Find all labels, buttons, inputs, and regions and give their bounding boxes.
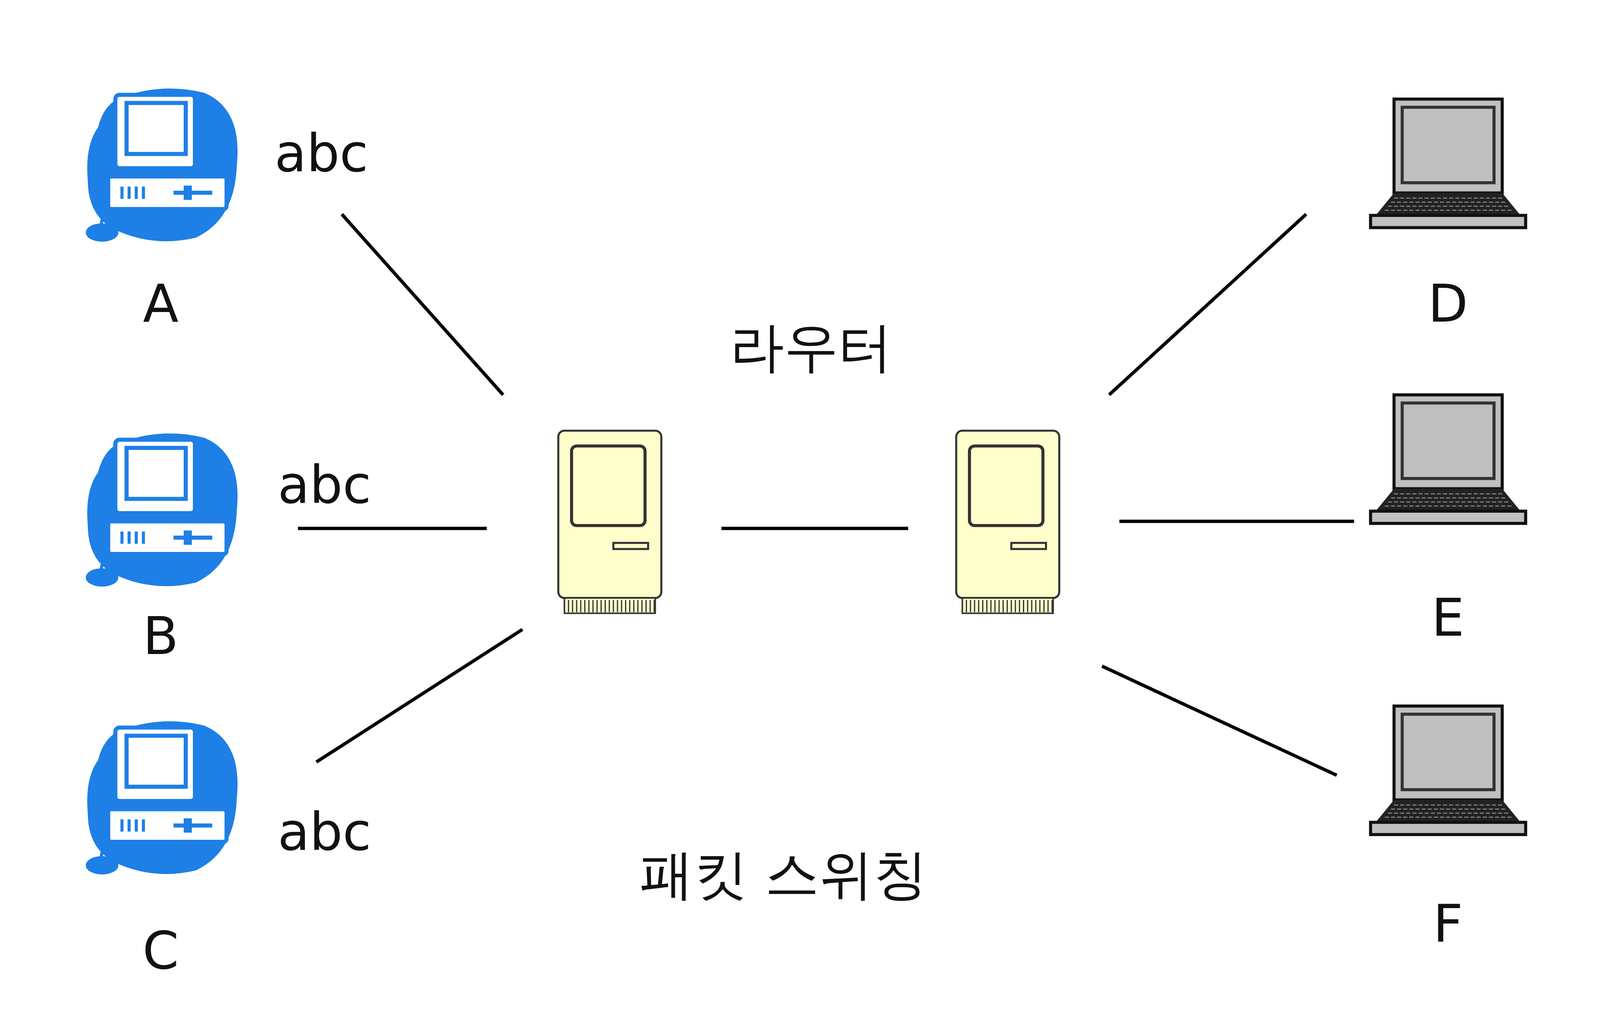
router-icon [954, 428, 1062, 618]
host-label: A [142, 277, 179, 330]
computer-node: D [1367, 97, 1529, 330]
laptop-icon [1367, 392, 1529, 529]
computer-node: F [1367, 704, 1529, 950]
caption-label: 라우터 [730, 320, 893, 375]
host-label: F [1432, 897, 1463, 950]
packet-label: abc [277, 805, 372, 858]
computer-node: A [81, 86, 240, 330]
computer-node: E [1367, 392, 1529, 645]
host-label: D [1427, 277, 1468, 330]
host-label: B [142, 610, 179, 663]
host-label: C [142, 924, 179, 977]
packet-label: abc [274, 127, 369, 180]
host-label: E [1431, 591, 1465, 644]
computer-node: C [81, 719, 240, 977]
desktop-icon [81, 86, 240, 243]
caption-label: 패킷 스위칭 [639, 847, 928, 902]
network-link [1102, 666, 1337, 776]
desktop-icon [81, 431, 240, 588]
desktop-icon [81, 719, 240, 876]
laptop-icon [1367, 97, 1529, 233]
packet-label: abc [277, 458, 372, 511]
router-node [556, 428, 664, 618]
laptop-icon [1367, 704, 1529, 843]
router-node [954, 428, 1062, 618]
network-link [316, 629, 523, 763]
network-link [1119, 519, 1355, 523]
network-link [721, 527, 908, 531]
router-icon [556, 428, 664, 618]
network-link [297, 527, 487, 531]
network-link [1109, 214, 1307, 395]
network-link [341, 214, 503, 395]
computer-node: B [81, 431, 240, 663]
